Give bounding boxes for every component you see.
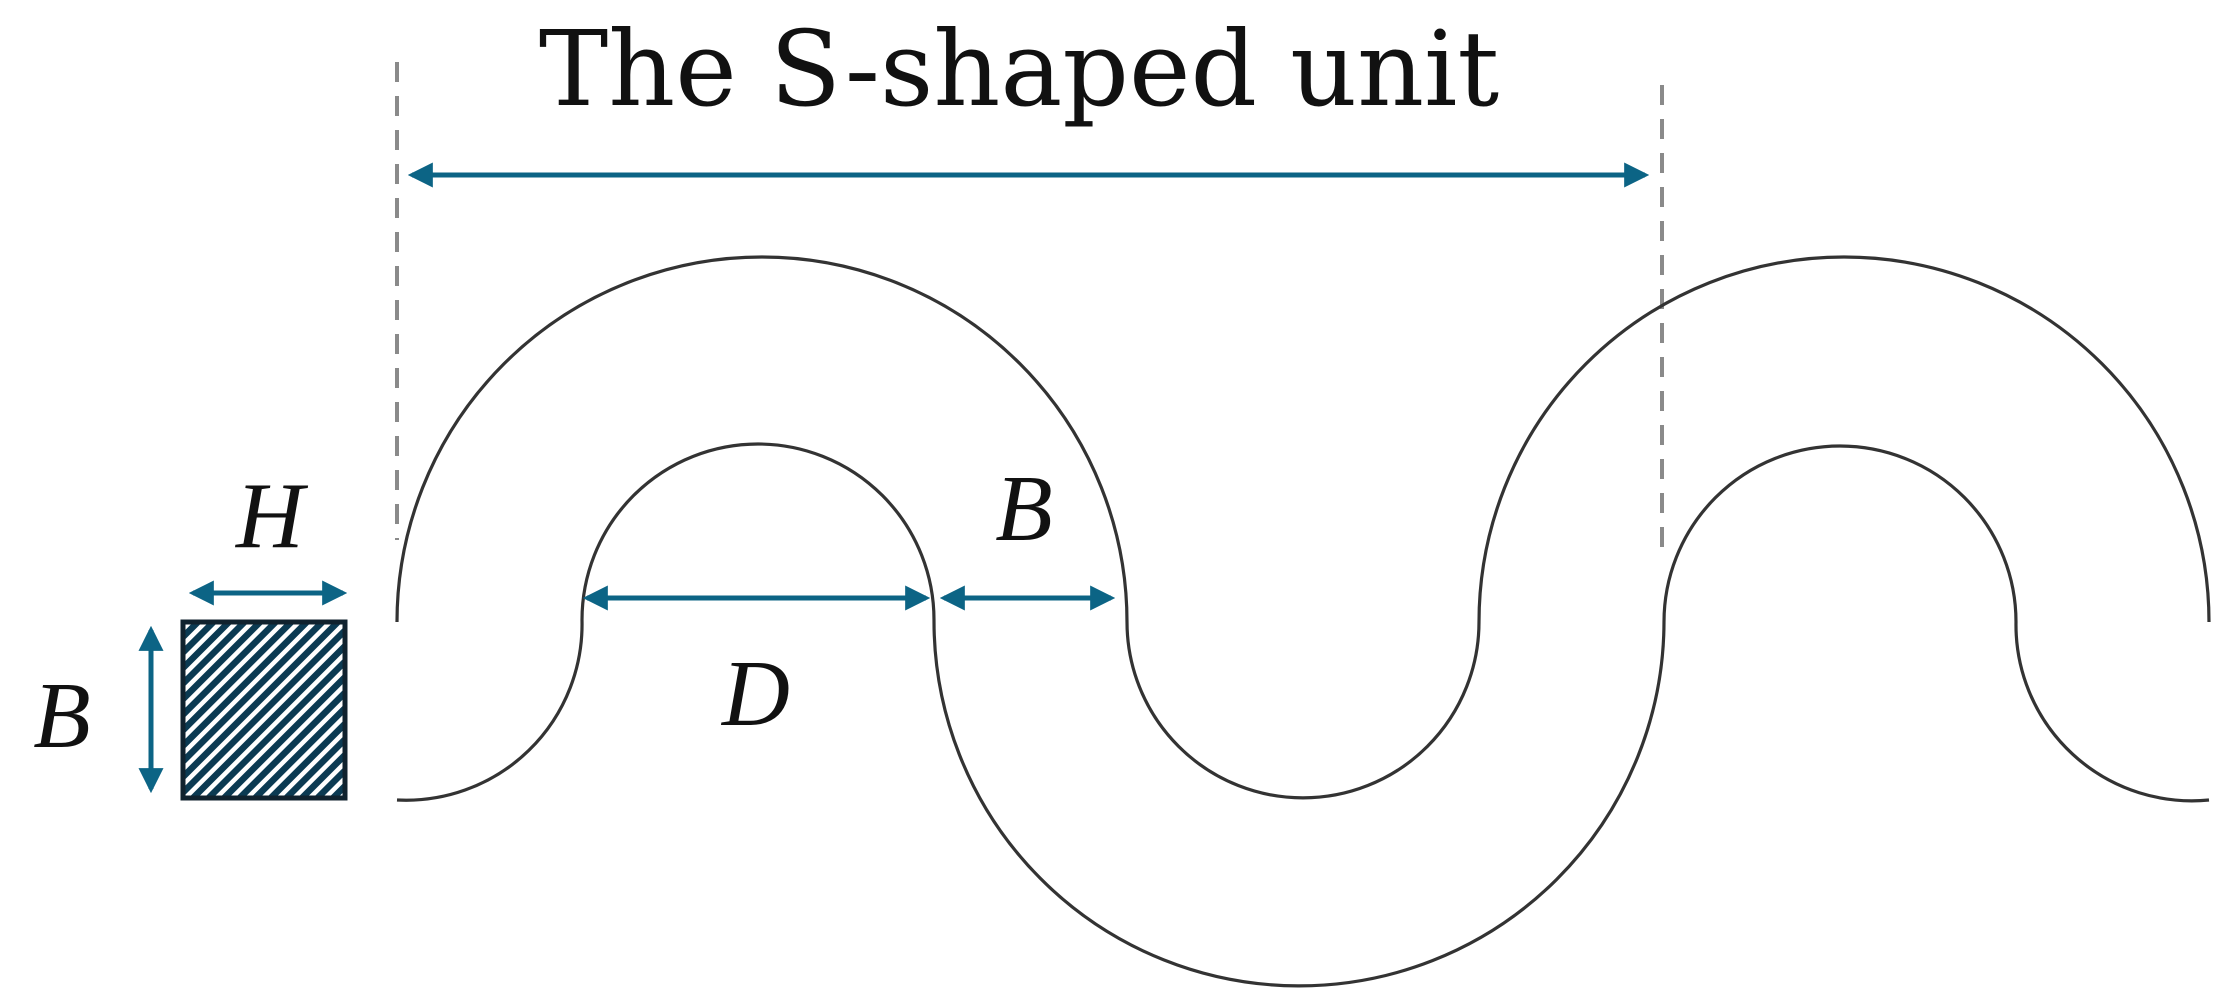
cross-section-square [180,619,348,801]
diameter-label: D [720,642,790,746]
channel-outer-wall [395,255,2211,800]
diagram-title: The S-shaped unit [539,8,1499,130]
channel-inner-wall [396,442,2210,988]
section-height-label: B [33,664,90,768]
channel-width-label: B [995,457,1052,561]
section-width-label: H [234,464,309,568]
